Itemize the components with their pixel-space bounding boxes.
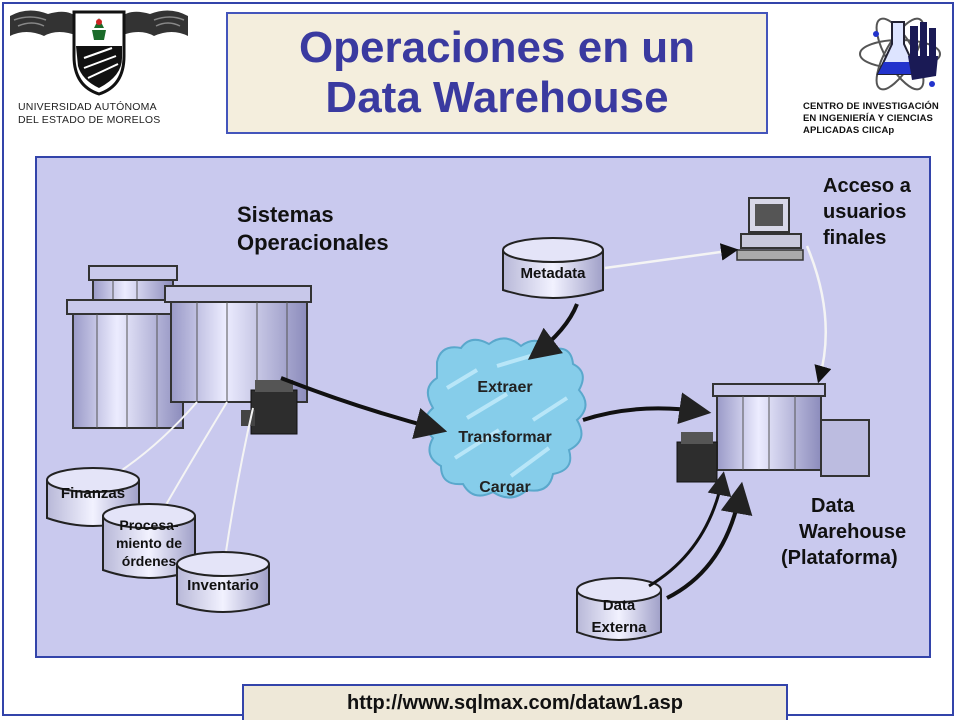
label-metadata: Metadata [520,265,586,282]
label-inventario: Inventario [187,577,259,594]
label-dw-line-2: Warehouse [799,521,906,543]
label-acceso-line-3: finales [823,227,886,249]
data-warehouse-platform-icon [676,383,870,483]
label-finanzas: Finanzas [61,485,125,502]
label-cargar: Cargar [479,479,531,496]
label-procesamiento-line-2: miento de [116,535,182,551]
etl-cloud: Extraer Transformar Cargar [424,337,587,499]
label-sistemas-line-2: Operacionales [237,230,389,255]
uaem-logo [8,6,190,98]
arrow-externa-to-dw-2 [648,471,732,588]
source-url[interactable]: http://www.sqlmax.com/dataw1.asp [347,692,683,714]
label-dw-line-3: (Plataforma) [781,547,898,569]
title-box: Operaciones en un Data Warehouse [226,12,768,134]
db-data-externa: Data Externa [576,577,662,641]
computer-terminal-icon [736,197,804,261]
center-line-3: APLICADAS CIICAp [803,125,895,136]
arrow-externa-to-dw-1 [666,481,753,600]
center-line-2: EN INGENIERÍA Y CIENCIAS [803,113,933,124]
db-inventario: Inventario [176,551,270,613]
university-line-1: UNIVERSIDAD AUTÓNOMA [18,101,157,113]
data-warehouse-diagram: Sistemas Operacionales [35,156,931,658]
center-name: CENTRO DE INVESTIGACIÓN EN INGENIERÍA Y … [803,101,939,137]
ciicap-logo [852,8,948,100]
arrow-sistemas-to-etl [280,376,448,439]
center-line-1: CENTRO DE INVESTIGACIÓN [803,101,939,112]
label-procesamiento-line-1: Procesa- [119,517,178,533]
printer-icon [241,380,298,435]
arrow-terminal-to-dw [805,245,832,384]
mainframe-servers-icon [66,265,312,429]
arrow-metadata-to-etl [527,303,579,360]
db-procesamiento: Procesa- miento de órdenes [102,503,196,579]
page-title-line-1: Operaciones en un [298,23,696,72]
label-transformar: Transformar [458,429,551,446]
label-externa-line-1: Data [603,597,636,614]
page-title-line-2: Data Warehouse [325,73,669,122]
arrow-etl-to-dw [582,392,712,425]
university-line-2: DEL ESTADO DE MORELOS [18,114,161,126]
label-acceso-line-2: usuarios [823,201,906,223]
source-url-box: http://www.sqlmax.com/dataw1.asp [242,684,788,720]
label-sistemas-line-1: Sistemas [237,202,334,227]
label-extraer: Extraer [477,379,532,396]
arrow-metadata-to-terminal [604,243,739,270]
label-acceso-line-1: Acceso a [823,175,912,197]
label-externa-line-2: Externa [591,619,647,636]
label-dw-line-1: Data [811,495,855,517]
university-name: UNIVERSIDAD AUTÓNOMA DEL ESTADO DE MOREL… [18,101,160,127]
db-metadata: Metadata [502,237,604,299]
label-procesamiento-line-3: órdenes [122,553,177,569]
